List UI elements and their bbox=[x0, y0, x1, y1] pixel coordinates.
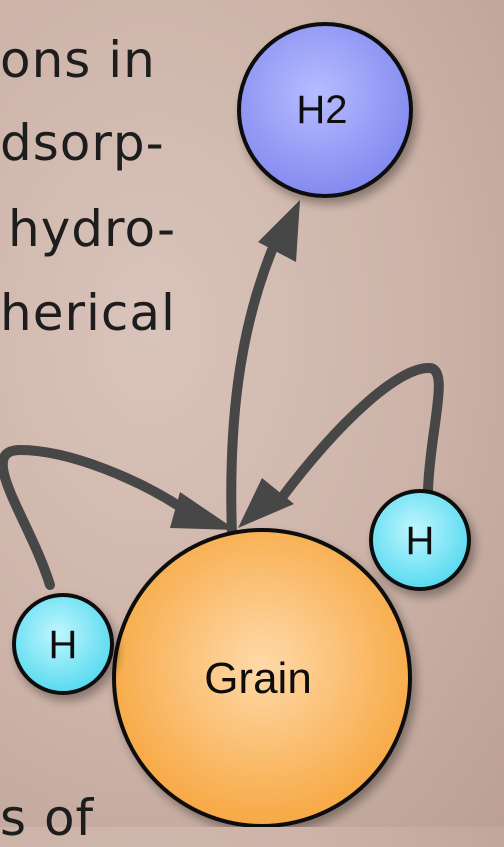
arrowhead-left-to-grain bbox=[170, 492, 236, 530]
arrowheads bbox=[170, 200, 300, 530]
h-right-node: H bbox=[369, 489, 471, 591]
bg-text-line-3: hydro- bbox=[8, 200, 177, 258]
arrow-grain-to-h2 bbox=[226, 245, 277, 540]
bg-text-line-1: ons in bbox=[0, 31, 156, 89]
reaction-diagram: H2 Grain H H bbox=[0, 22, 471, 827]
grain-node: Grain bbox=[112, 528, 412, 827]
arrow-h-right-to-grain bbox=[275, 363, 444, 505]
bg-text-line-4: herical bbox=[0, 284, 176, 342]
h2-label: H2 bbox=[296, 88, 347, 132]
h2-circle bbox=[237, 22, 413, 198]
arrowhead-right-to-grain bbox=[238, 478, 294, 528]
grain-label: Grain bbox=[204, 654, 312, 703]
h-right-label: H bbox=[406, 519, 435, 563]
arrows bbox=[0, 245, 444, 590]
bg-text-line-2: dsorp- bbox=[0, 114, 165, 172]
h-left-circle bbox=[12, 593, 114, 695]
grain-circle bbox=[112, 528, 412, 827]
h2-node: H2 bbox=[237, 22, 413, 198]
h-right-circle bbox=[369, 489, 471, 591]
arrow-h-left-to-grain bbox=[0, 444, 190, 590]
h-left-node: H bbox=[12, 593, 114, 695]
h-left-label: H bbox=[49, 623, 78, 667]
arrowhead-to-h2 bbox=[258, 200, 300, 262]
